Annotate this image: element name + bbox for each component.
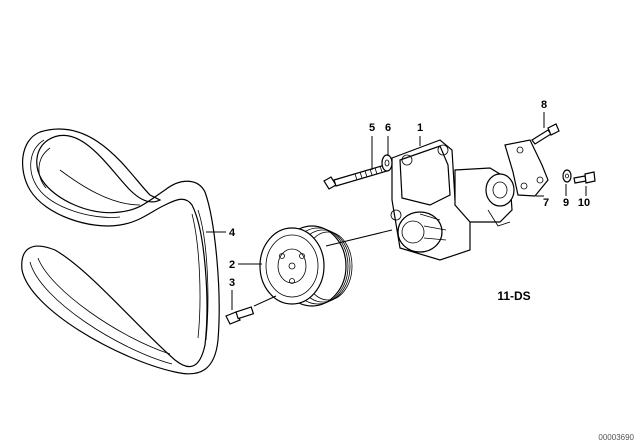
section-code: 11-DS xyxy=(497,289,530,303)
washer-6[interactable] xyxy=(381,154,393,172)
washer-9[interactable] xyxy=(562,169,572,183)
power-steering-pump[interactable] xyxy=(390,139,515,261)
callout-1[interactable]: 1 xyxy=(417,122,423,134)
callout-4[interactable]: 4 xyxy=(229,227,236,239)
leader-lines xyxy=(206,112,587,310)
bolt-10[interactable] xyxy=(573,171,596,184)
document-id: 00003690 xyxy=(598,433,634,442)
callout-5[interactable]: 5 xyxy=(369,122,375,134)
callout-2[interactable]: 2 xyxy=(229,259,235,271)
callout-8[interactable]: 8 xyxy=(541,99,547,111)
callout-10[interactable]: 10 xyxy=(578,197,590,209)
bolt-8[interactable] xyxy=(531,123,560,145)
v-belt[interactable] xyxy=(21,128,220,375)
callout-9[interactable]: 9 xyxy=(563,197,569,209)
pulley-bolt[interactable] xyxy=(225,306,255,325)
callout-3[interactable]: 3 xyxy=(229,277,235,289)
callout-6[interactable]: 6 xyxy=(385,122,391,134)
bracket[interactable] xyxy=(504,139,549,197)
pulley[interactable] xyxy=(259,225,353,307)
callout-7[interactable]: 7 xyxy=(543,197,549,209)
long-bolt[interactable] xyxy=(323,164,388,190)
